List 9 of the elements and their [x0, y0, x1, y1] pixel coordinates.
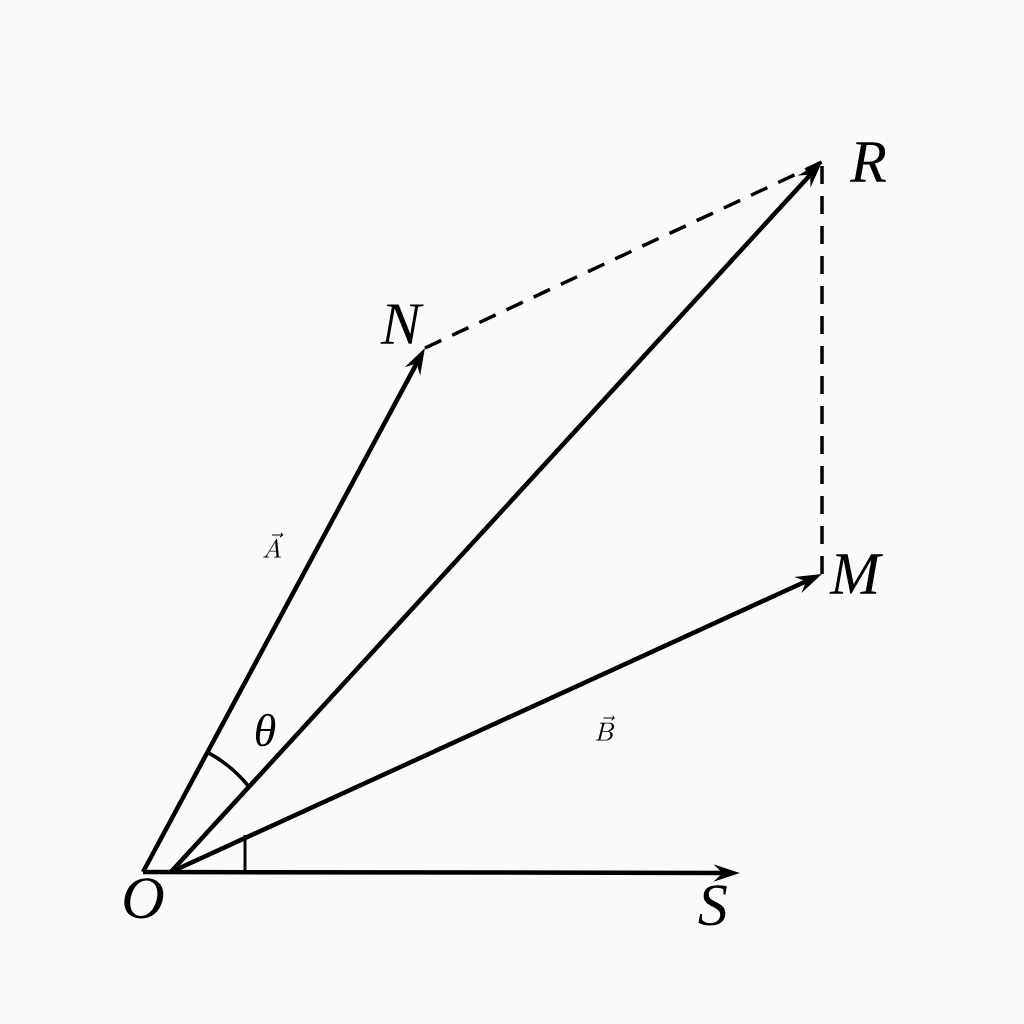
angle-label: θ: [255, 713, 276, 747]
vector-label: $\vec{B}$: [595, 715, 615, 741]
dashed-line: [424, 160, 823, 350]
point-label: N: [380, 304, 424, 344]
point-label: S: [698, 885, 727, 926]
point-label: R: [849, 142, 886, 182]
vector-label: $\vec{A}$: [263, 532, 284, 558]
point-label: O: [124, 878, 164, 919]
point-label: M: [829, 554, 883, 594]
